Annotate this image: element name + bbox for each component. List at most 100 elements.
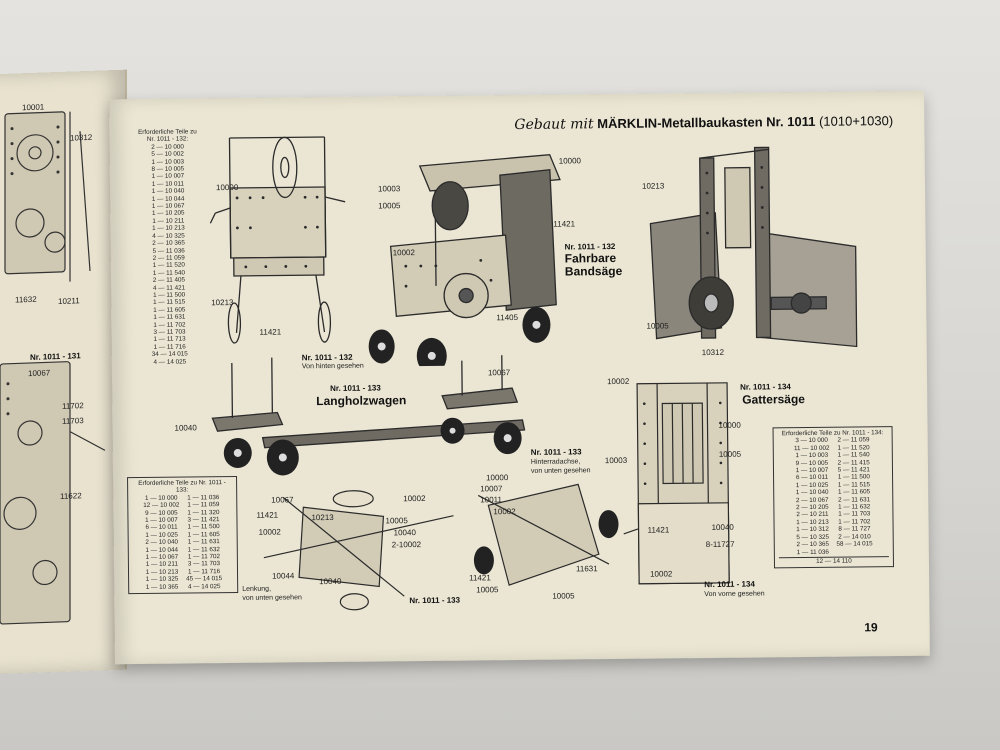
illustration-frame-saw bbox=[649, 146, 858, 348]
illustration-frame-saw-front bbox=[623, 382, 730, 585]
left-model-number: Nr. 1011 - 131 bbox=[30, 351, 81, 362]
catalog-page: Gebaut mit MÄRKLIN-Metallbaukasten Nr. 1… bbox=[109, 90, 930, 665]
left-facing-page: 10001 10312 11632 10211 Nr. 1011 - 131 1… bbox=[0, 69, 127, 675]
logwagon-model-number: Nr. 1011 - 133 bbox=[330, 383, 381, 393]
gatter-name: Gattersäge bbox=[742, 392, 806, 407]
label-10067: 10067 bbox=[28, 368, 51, 379]
parts-list-134: Erforderliche Teile zu Nr. 1011 - 134: 3… bbox=[772, 426, 895, 569]
label-11703: 11703 bbox=[62, 416, 84, 426]
label-10002-front-a: 10002 bbox=[607, 376, 630, 387]
parts-row: 1 — 11 540 bbox=[837, 451, 870, 459]
label-10002-axle: 10002 bbox=[493, 507, 516, 517]
label-11702: 11702 bbox=[62, 401, 84, 411]
label-10312-gatter: 10312 bbox=[701, 347, 725, 358]
header-kit-number: 1011 bbox=[787, 113, 816, 130]
label-10211: 10211 bbox=[58, 296, 80, 307]
parts-list-132: Erforderliche Teile zu Nr. 1011 - 132: 2… bbox=[133, 128, 203, 366]
parts-row: 2 — 10 365 bbox=[796, 540, 830, 549]
label-11421-rear: 11421 bbox=[259, 327, 282, 337]
parts-row: 8 — 11 727 bbox=[838, 525, 871, 533]
parts-row: 12 — 10 002 bbox=[143, 501, 180, 510]
label-10213-rear: 10213 bbox=[211, 297, 234, 308]
parts-row: 1 — 11 059 bbox=[187, 501, 220, 509]
label-10002-steering: 10002 bbox=[258, 527, 281, 537]
front-view-number: Nr. 1011 - 134 bbox=[704, 579, 755, 590]
label-10312: 10312 bbox=[70, 132, 93, 143]
label-10040-steering: 10040 bbox=[319, 576, 342, 587]
gatter-model-number: Nr. 1011 - 134 bbox=[740, 382, 791, 392]
parts-row: 1 — 11 631 bbox=[187, 538, 220, 546]
parts-row: 1 — 11 605 bbox=[837, 488, 871, 496]
label-10002-middle: 10002 bbox=[403, 493, 426, 504]
axle-caption-line2: von unten gesehen bbox=[530, 467, 591, 475]
illustration-log-wagon bbox=[211, 355, 526, 476]
header-brand: MÄRKLIN bbox=[597, 115, 658, 132]
parts-row: 4 — 14 025 bbox=[187, 582, 221, 591]
label-10001: 10001 bbox=[22, 102, 45, 113]
label-8-11727: 8-11727 bbox=[705, 539, 735, 550]
parts-row: 2 — 10 040 bbox=[145, 538, 178, 547]
label-10005-middle: 10005 bbox=[385, 516, 408, 526]
label-10002-bandsaw: 10002 bbox=[392, 248, 415, 258]
label-11405-bandsaw: 11405 bbox=[496, 313, 519, 323]
label-10040-middle: 10040 bbox=[393, 528, 416, 538]
label-10002-front-b: 10002 bbox=[650, 569, 673, 579]
parts-list-133: Erforderliche Teile zu Nr. 1011 - 133: 1… bbox=[127, 475, 239, 595]
label-2-10002: 2-10002 bbox=[391, 540, 422, 550]
label-10003-front: 10003 bbox=[604, 455, 628, 466]
parts-row: 1 — 10 365 bbox=[145, 583, 179, 591]
label-10000-axle: 10000 bbox=[486, 473, 509, 483]
parts-row: 1 — 11 036 bbox=[796, 548, 829, 556]
steering-model-number: Nr. 1011 - 133 bbox=[409, 595, 461, 606]
label-10005-axle-a: 10005 bbox=[476, 585, 499, 595]
parts-row: 1 — 10 040 bbox=[795, 489, 829, 497]
page-number: 19 bbox=[864, 620, 878, 635]
parts-row: 1 — 10 312 bbox=[796, 526, 829, 534]
parts-row: 58 — 14 015 bbox=[836, 540, 873, 548]
label-11631-axle: 11631 bbox=[575, 564, 598, 574]
illustration-mobile-bandsaw bbox=[368, 153, 561, 367]
label-10213-steering: 10213 bbox=[311, 512, 334, 523]
label-10011-axle: 10011 bbox=[480, 495, 502, 505]
parts-list-134-footer: 12 — 14 110 bbox=[778, 556, 889, 566]
label-10067-logwagon: 10067 bbox=[487, 368, 511, 378]
label-10005-front: 10005 bbox=[718, 449, 742, 459]
axle-caption-line1: Hinterradachse, bbox=[530, 458, 581, 466]
illustration-rear-axle-underside bbox=[473, 483, 619, 586]
label-10213-gatter: 10213 bbox=[641, 181, 665, 191]
parts-row: 1 — 10 325 bbox=[145, 575, 179, 584]
label-10005-axle-b: 10005 bbox=[552, 591, 575, 601]
parts-row: 1 — 10 003 bbox=[795, 451, 829, 460]
parts-list-132-heading: Erforderliche Teile zu Nr. 1011 - 132: bbox=[138, 128, 197, 144]
steering-caption-line1: Lenkung, bbox=[242, 585, 272, 593]
label-10040-logwagon: 10040 bbox=[174, 423, 197, 433]
steering-caption-line2: von unten gesehen bbox=[242, 594, 302, 602]
header-suffix: -Metallbaukasten Nr. bbox=[657, 114, 784, 131]
label-10005-gatter: 10005 bbox=[646, 321, 669, 331]
label-10000-rear: 10000 bbox=[215, 182, 239, 193]
parts-row: 2 — 11 059 bbox=[837, 436, 870, 445]
logwagon-name: Langholzwagen bbox=[316, 393, 407, 409]
header-prefix: Gebaut mit bbox=[514, 116, 594, 134]
parts-row: 3 — 10 000 bbox=[795, 437, 828, 445]
label-10040-front: 10040 bbox=[711, 522, 734, 532]
illustration-bandsaw-rear bbox=[209, 136, 346, 344]
label-10005-bandsaw: 10005 bbox=[378, 201, 401, 211]
header-kit-range: (1010+1030) bbox=[818, 113, 894, 129]
illustration-steering-underside bbox=[263, 490, 454, 611]
label-10067-steering: 10067 bbox=[271, 495, 294, 505]
label-11421-steering: 11421 bbox=[256, 510, 279, 520]
bandsaw-name-line2: Bandsäge bbox=[564, 263, 623, 279]
parts-row: 4 — 14 025 bbox=[153, 358, 187, 366]
parts-list-133-heading: Erforderliche Teile zu Nr. 1011 - 133: bbox=[138, 479, 226, 495]
front-view-caption: Von vorne gesehen bbox=[704, 590, 765, 599]
label-11421-axle: 11421 bbox=[469, 573, 491, 583]
label-10007-axle: 10007 bbox=[480, 484, 503, 494]
left-page-illustration bbox=[0, 111, 106, 625]
label-10000-bandsaw: 10000 bbox=[558, 156, 582, 166]
label-11421-front: 11421 bbox=[647, 525, 670, 535]
